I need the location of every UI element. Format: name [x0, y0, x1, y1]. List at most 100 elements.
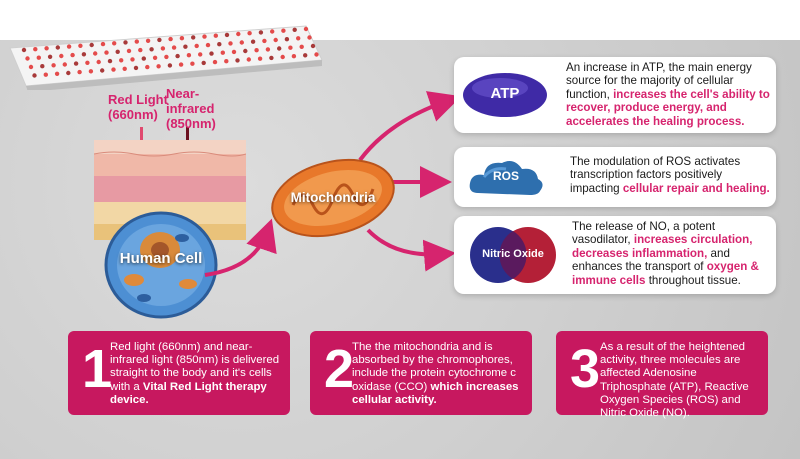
- led-dot: [220, 50, 225, 55]
- atp-card: ATP An increase in ATP, the main energy …: [454, 57, 776, 133]
- nitric-oxide-label: Nitric Oxide: [482, 248, 544, 260]
- led-dot: [21, 47, 27, 53]
- led-dot: [198, 52, 203, 57]
- led-dot: [47, 54, 53, 59]
- torn-paper-top: [0, 0, 800, 40]
- led-dot: [164, 54, 169, 60]
- led-panel-icon: [9, 25, 323, 90]
- led-dot: [77, 69, 82, 75]
- led-dot: [212, 59, 218, 65]
- led-dot: [36, 55, 41, 60]
- ros-card: ROS The modulation of ROS activates tran…: [454, 147, 776, 207]
- step-3-text: As a result of the heightened activity, …: [600, 341, 762, 420]
- led-dot: [292, 27, 297, 32]
- led-dot: [183, 44, 188, 49]
- mitochondria-illustration: [271, 158, 395, 238]
- led-dot: [73, 61, 79, 66]
- ros-description: The modulation of ROS activates transcri…: [570, 155, 772, 195]
- led-dot: [134, 39, 139, 44]
- led-dot: [152, 55, 158, 60]
- led-dot: [119, 58, 124, 63]
- led-dot: [51, 63, 56, 68]
- led-dot: [171, 45, 177, 50]
- led-dot: [115, 49, 120, 54]
- led-dot: [55, 45, 60, 50]
- description-run: increases the cell's ability to recover,…: [566, 87, 770, 128]
- led-dot: [32, 73, 37, 78]
- mitochondria-label: Mitochondria: [290, 190, 376, 205]
- led-dot: [307, 35, 312, 40]
- led-dot: [191, 35, 196, 40]
- step-text-run: The the mitochondria and is absorbed by …: [352, 341, 516, 393]
- led-dot: [62, 62, 67, 67]
- led-dot: [88, 69, 94, 74]
- led-dot: [123, 40, 128, 45]
- led-dot: [96, 59, 101, 65]
- led-dot: [33, 47, 38, 52]
- led-dot: [296, 36, 301, 41]
- description-run: The modulation of ROS activates transcri…: [570, 155, 741, 195]
- step-1: 1 Red light (660nm) and near-infrared li…: [68, 331, 290, 415]
- led-dot: [247, 31, 252, 36]
- led-dot: [224, 59, 229, 64]
- step-text-run: which increases cellular activity.: [352, 380, 519, 406]
- led-dot: [40, 64, 45, 69]
- description-run: An increase in ATP, the main energy sour…: [566, 61, 752, 101]
- led-dot: [250, 39, 256, 44]
- led-dot: [78, 43, 83, 48]
- ros-cloud-icon: [469, 161, 543, 195]
- led-dot: [100, 68, 105, 73]
- led-dot: [303, 53, 308, 58]
- led-dot: [280, 54, 285, 60]
- step-1-text: Red light (660nm) and near-infrared ligh…: [110, 341, 282, 407]
- led-dot: [81, 52, 87, 57]
- nitric-oxide-icon: [470, 227, 556, 283]
- led-dot: [178, 62, 184, 67]
- led-dot: [43, 72, 48, 77]
- led-dot: [145, 38, 151, 43]
- red-light-label: Red Light(660nm): [108, 92, 168, 122]
- led-dot: [107, 58, 113, 64]
- led-dot: [175, 53, 180, 59]
- step-2-text: The the mitochondria and is absorbed by …: [352, 341, 524, 407]
- led-dot: [168, 36, 173, 42]
- led-dot: [54, 71, 60, 76]
- led-dot: [213, 33, 218, 38]
- description-run: throughout tissue.: [645, 273, 741, 287]
- led-dot: [303, 26, 309, 32]
- description-run: The release of NO, a potent vasodilator,: [572, 220, 716, 247]
- led-dot: [270, 29, 275, 34]
- led-dot: [111, 67, 116, 72]
- atp-icon: [463, 73, 547, 117]
- step-2-number: 2: [324, 339, 355, 399]
- led-dot: [112, 41, 117, 46]
- atp-description: An increase in ATP, the main energy sour…: [566, 61, 772, 128]
- led-dot: [66, 44, 72, 49]
- led-dot: [157, 37, 162, 43]
- led-dot: [284, 37, 290, 42]
- ros-label: ROS: [492, 169, 519, 183]
- led-dot: [138, 47, 143, 53]
- led-dot: [224, 32, 230, 38]
- description-run: and enhances the transport of: [572, 246, 730, 274]
- description-run: cellular repair and healing.: [622, 181, 770, 195]
- led-dot: [273, 37, 278, 43]
- step-text-run: Vital Red Light therapy device.: [110, 380, 267, 406]
- led-dot: [70, 52, 75, 58]
- description-run: increases circulation, decreases inflamm…: [572, 233, 753, 260]
- led-dot: [25, 56, 30, 61]
- led-dot: [66, 70, 71, 76]
- led-dot: [231, 49, 237, 55]
- led-dot: [122, 66, 127, 71]
- led-dot: [145, 64, 150, 70]
- led-dot: [160, 46, 166, 51]
- led-dot: [205, 42, 211, 48]
- led-dot: [246, 57, 251, 62]
- led-dot: [310, 43, 316, 49]
- step-1-number: 1: [82, 339, 113, 399]
- led-dot: [243, 48, 248, 54]
- led-dot: [281, 28, 286, 33]
- led-dot: [141, 56, 146, 61]
- led-dot: [186, 53, 192, 58]
- led-dot: [133, 65, 139, 71]
